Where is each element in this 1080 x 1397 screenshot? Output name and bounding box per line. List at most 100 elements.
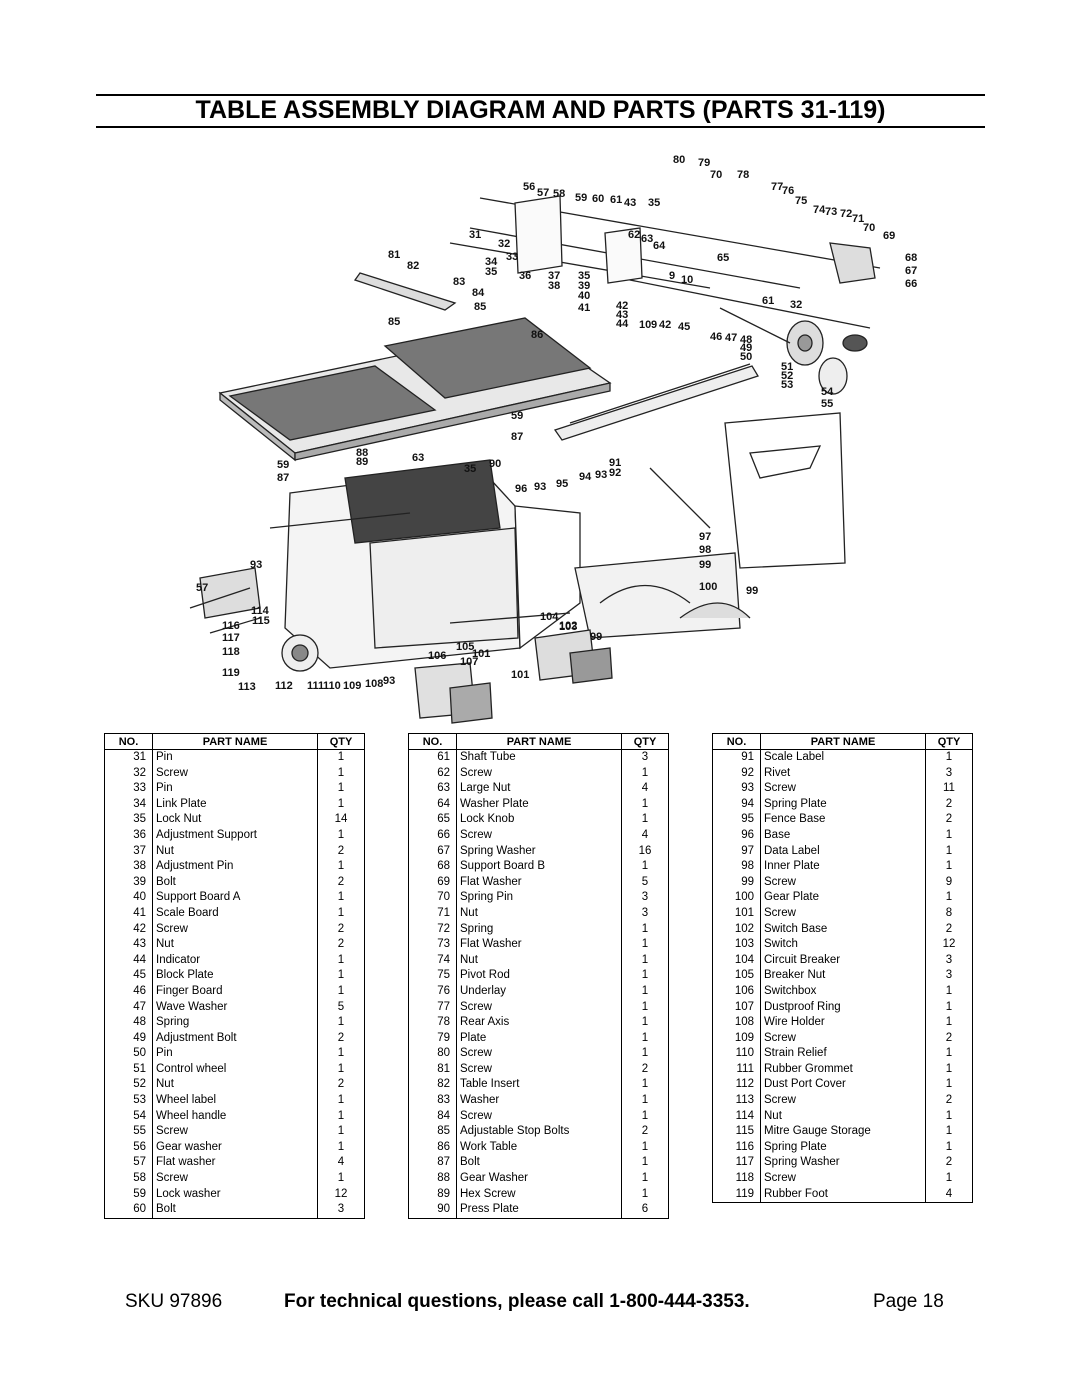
part-number: 57 [104, 1155, 153, 1172]
part-name: Plate [456, 1030, 622, 1047]
part-name: Press Plate [456, 1202, 622, 1219]
part-qty: 1 [621, 859, 669, 875]
header-qty: QTY [621, 733, 669, 750]
part-number: 52 [104, 1077, 153, 1094]
callout: 95 [556, 478, 568, 490]
callout: 35 [485, 266, 497, 278]
callout: 44 [616, 318, 629, 330]
part-qty: 1 [317, 765, 365, 782]
part-name: Breaker Nut [760, 968, 926, 984]
part-name: Screw [456, 1046, 622, 1062]
callout: 59 [575, 192, 587, 204]
part-number: 74 [408, 952, 457, 969]
part-qty: 1 [925, 983, 973, 1000]
part-qty: 1 [317, 983, 365, 1000]
callout: 114 [251, 605, 270, 617]
part-number: 59 [104, 1186, 153, 1203]
callout: 47 [725, 332, 737, 344]
callout: 39 [578, 280, 590, 292]
part-number: 58 [104, 1171, 153, 1187]
part-number: 100 [712, 890, 761, 906]
part-name: Gear washer [152, 1139, 318, 1156]
callout: 100 [699, 581, 717, 593]
header-qty: QTY [925, 733, 973, 750]
callout: 32 [790, 299, 802, 311]
part-name: Nut [760, 1108, 926, 1125]
part-number: 93 [712, 781, 761, 797]
callout: 68 [905, 252, 917, 264]
part-qty: 2 [925, 921, 973, 938]
part-qty: 11 [925, 781, 973, 797]
footer-page-number: Page 18 [873, 1291, 944, 1312]
part-qty: 5 [317, 999, 365, 1016]
part-number: 56 [104, 1139, 153, 1156]
callout: 52 [781, 370, 793, 382]
part-number: 96 [712, 827, 761, 844]
callout: 85 [388, 316, 400, 328]
part-number: 105 [712, 968, 761, 984]
callout: 61 [762, 295, 774, 307]
part-number: 119 [712, 1186, 761, 1204]
part-number: 92 [712, 765, 761, 782]
part-qty: 1 [621, 983, 669, 1000]
part-name: Large Nut [456, 781, 622, 797]
callout: 117 [222, 632, 240, 644]
callout: 109 [343, 680, 361, 692]
part-name: Rivet [760, 765, 926, 782]
footer-sku: SKU 97896 [125, 1291, 223, 1312]
part-qty: 1 [621, 968, 669, 984]
part-name: Adjustment Bolt [152, 1030, 318, 1047]
part-name: Switchbox [760, 983, 926, 1000]
part-qty: 1 [317, 952, 365, 969]
part-qty: 1 [317, 905, 365, 922]
part-number: 88 [408, 1171, 457, 1187]
title-bar: TABLE ASSEMBLY DIAGRAM AND PARTS (PARTS … [96, 94, 985, 128]
part-number: 109 [712, 1030, 761, 1047]
part-number: 90 [408, 1202, 457, 1219]
part-name: Data Label [760, 843, 926, 860]
part-name: Wave Washer [152, 999, 318, 1016]
part-number: 43 [104, 937, 153, 953]
part-qty: 1 [317, 968, 365, 984]
part-number: 48 [104, 1015, 153, 1031]
callout: 106 [428, 650, 446, 662]
part-number: 98 [712, 859, 761, 875]
part-number: 108 [712, 1015, 761, 1031]
part-qty: 1 [925, 1046, 973, 1062]
callout: 72 [840, 208, 852, 220]
part-name: Indicator [152, 952, 318, 969]
callout: 58 [553, 188, 565, 200]
part-number: 114 [712, 1108, 761, 1125]
callout: 78 [737, 169, 749, 181]
part-qty: 1 [317, 1015, 365, 1031]
part-qty: 1 [925, 999, 973, 1016]
part-number: 31 [104, 749, 153, 766]
header-no: NO. [104, 733, 153, 750]
callout: 54 [821, 386, 834, 398]
part-name: Nut [152, 1077, 318, 1094]
part-number: 34 [104, 796, 153, 813]
callout: 81 [388, 249, 400, 261]
